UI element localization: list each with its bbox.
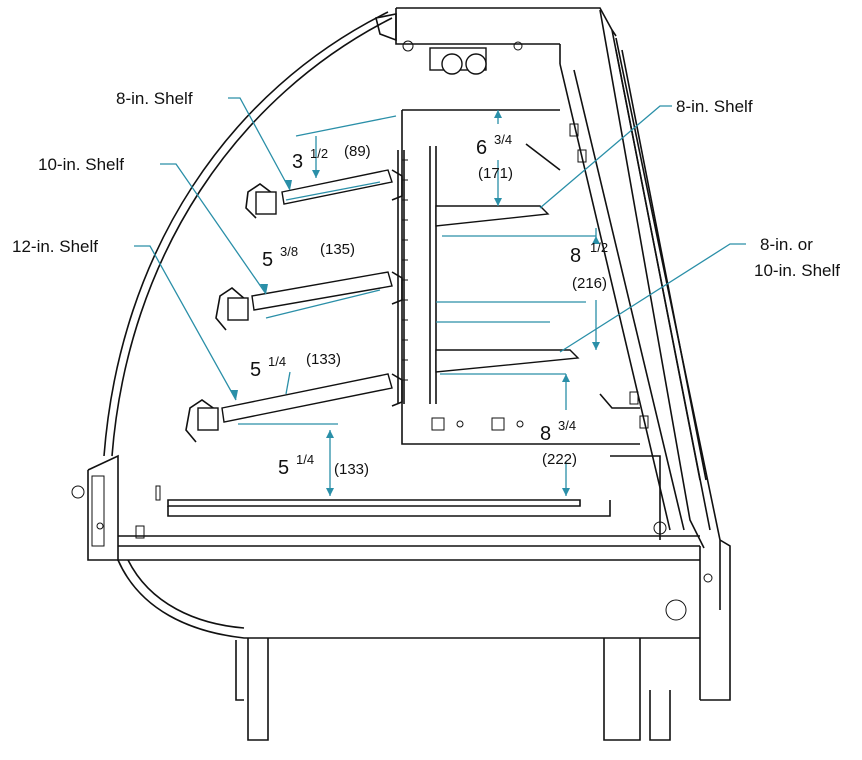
dim-left-low: 5 1/4 (133)	[250, 351, 341, 381]
dimension-lines	[238, 110, 597, 496]
dim-mm: (171)	[478, 165, 513, 182]
label-right-top-shelf: 8-in. Shelf	[676, 97, 753, 116]
label-right-bottom-shelf-line2: 10-in. Shelf	[754, 261, 840, 280]
dim-left-top: 3 1/2 (89)	[292, 143, 371, 173]
right-shelf-standard	[429, 146, 437, 404]
right-shelf-top	[435, 205, 550, 227]
dim-mm: (133)	[334, 461, 369, 478]
dimension-arrowheads	[230, 110, 600, 496]
dim-mm: (89)	[344, 143, 371, 160]
case-outline	[71, 7, 731, 741]
dim-fraction: 1/2	[310, 146, 328, 161]
dim-mm: (133)	[306, 351, 341, 368]
dim-whole: 8	[540, 423, 551, 445]
dim-whole: 3	[292, 151, 303, 173]
dim-right-low: 8 3/4 (222)	[540, 418, 577, 468]
dim-left-mid: 5 3/8 (135)	[262, 241, 355, 271]
dim-whole: 5	[250, 359, 261, 381]
dim-whole: 8	[570, 245, 581, 267]
left-shelf-bottom	[185, 373, 403, 443]
dim-mm: (135)	[320, 241, 355, 258]
rear-clips	[525, 123, 649, 429]
left-shelf-top	[245, 169, 403, 219]
right-shelf-bottom	[435, 349, 580, 373]
dim-mm: (222)	[542, 451, 577, 468]
label-right-bottom-shelf-line1: 8-in. or	[760, 235, 813, 254]
dim-right-top: 6 3/4 (171)	[476, 132, 513, 182]
left-shelf-standard	[397, 150, 408, 404]
dim-whole: 6	[476, 137, 487, 159]
dim-fraction: 3/8	[280, 244, 298, 259]
label-left-top-shelf: 8-in. Shelf	[116, 89, 193, 108]
label-left-mid-shelf: 10-in. Shelf	[38, 155, 124, 174]
label-left-bottom-shelf: 12-in. Shelf	[12, 237, 98, 256]
dim-whole: 5	[262, 249, 273, 271]
left-shelf-mid	[215, 271, 403, 331]
dim-mm: (216)	[572, 275, 607, 292]
dim-fraction: 1/2	[590, 240, 608, 255]
dim-fraction: 3/4	[494, 132, 512, 147]
dim-fraction: 3/4	[558, 418, 576, 433]
dim-right-mid: 8 1/2 (216)	[570, 240, 608, 292]
dim-fraction: 1/4	[268, 354, 286, 369]
leaders	[134, 97, 746, 401]
dim-left-base: 5 1/4 (133)	[278, 452, 369, 479]
dim-whole: 5	[278, 457, 289, 479]
dim-fraction: 1/4	[296, 452, 314, 467]
